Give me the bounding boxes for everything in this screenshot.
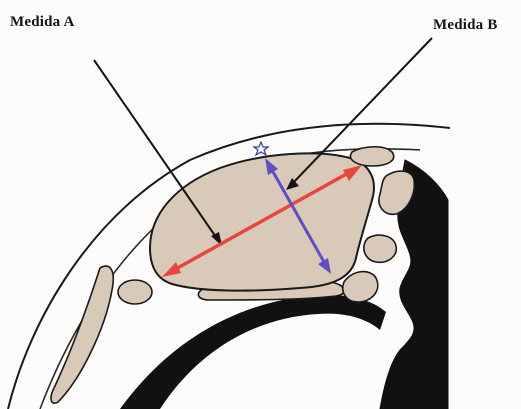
measure-a-label: Medida A	[10, 14, 75, 31]
star-marker-icon	[254, 142, 268, 155]
floor-band	[120, 295, 386, 409]
small-bone-mid	[364, 235, 396, 262]
small-bone-left	[118, 280, 152, 304]
leader-line-a	[94, 60, 218, 240]
small-bone-top	[350, 147, 393, 166]
measure-b-label: Medida B	[433, 17, 498, 34]
small-bone-lower	[343, 272, 378, 302]
